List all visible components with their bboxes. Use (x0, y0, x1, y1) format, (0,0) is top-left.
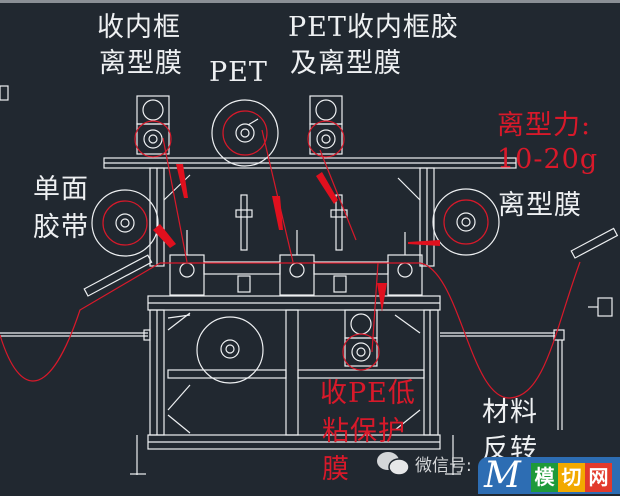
lower-post-right (423, 309, 439, 436)
arrow-tape (153, 224, 176, 248)
label-pe-1: 收PE低 (320, 378, 416, 409)
label-top-left-2: 离型膜 (99, 48, 183, 79)
tape-roll (91, 189, 159, 257)
label-release-film: 离型膜 (498, 190, 582, 221)
label-pe-3: 膜 (322, 454, 350, 485)
wechat-label: 微信号: (415, 456, 472, 476)
die-station-3 (387, 254, 423, 296)
logo-letter: M (484, 455, 521, 496)
arrow-pe (377, 283, 387, 312)
label-tape-2: 胶带 (33, 212, 89, 243)
logo-char-3: 网 (585, 463, 612, 492)
logo-char-1: 模 (531, 463, 558, 492)
release-film-roll (432, 188, 500, 256)
material-web-right (419, 261, 581, 399)
logo-char-2: 切 (558, 463, 585, 492)
label-pe-2: 粘保护 (322, 416, 406, 447)
arrow-pet (272, 196, 283, 230)
lower-roll (196, 316, 264, 384)
label-top-left-1: 收内框 (97, 12, 181, 43)
wechat-icon (377, 452, 410, 476)
arrow-release (408, 240, 440, 246)
site-logo: M 模 切 网 (478, 457, 620, 494)
feed-ramp-left (83, 254, 153, 297)
label-top-right-1: PET收内框胶 (288, 12, 459, 43)
die-station-2 (279, 254, 315, 296)
label-top-right-2: 及离型膜 (290, 48, 402, 79)
arrow-right-top (316, 172, 338, 204)
material-web-left (0, 262, 161, 382)
pet-roll (211, 99, 279, 167)
label-pet: PET (209, 57, 268, 88)
label-reverse-1: 材料 (482, 397, 538, 428)
label-tape-1: 单面 (33, 174, 89, 205)
lower-post-center (285, 309, 299, 436)
arrow-left-top (176, 164, 188, 198)
label-release-force: 离型力: (497, 110, 592, 141)
label-release-force-value: 10-20g (497, 144, 599, 175)
window-top-border (0, 0, 620, 3)
feed-ramp-right (570, 227, 619, 259)
